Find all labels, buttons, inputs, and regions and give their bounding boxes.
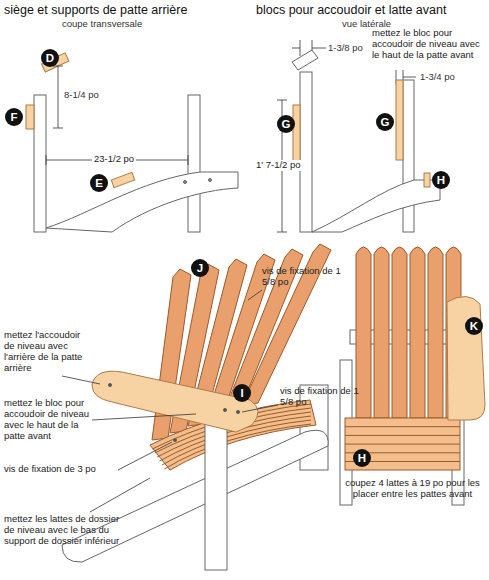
callout-letter: E — [90, 174, 108, 192]
callout-letter: G — [376, 113, 394, 131]
back-slat — [392, 247, 407, 418]
note: mettez le bloc pour accoudoir de niveau … — [372, 28, 485, 61]
callout-text: E — [95, 177, 103, 189]
seat-slat — [345, 435, 460, 436]
back-slat — [374, 247, 389, 418]
callout-text: F — [10, 111, 17, 123]
callout-text: I — [240, 387, 243, 399]
callout-letter: H — [353, 449, 371, 467]
dimension-lines — [46, 40, 416, 232]
cross-section-right — [292, 50, 440, 232]
back-slat — [410, 247, 425, 418]
dimension: 1' 7-1/2 po — [254, 160, 303, 171]
callout-letter: G — [277, 115, 295, 133]
note: vis de fixation de 1 5/8 po — [280, 386, 360, 408]
seat-slat — [345, 426, 460, 427]
callout-letter: D — [41, 49, 59, 67]
chair-front-view — [340, 247, 485, 505]
callout-text: H — [437, 174, 445, 186]
callout-letter: I — [233, 384, 251, 402]
view-caption: coupe transversale — [62, 19, 142, 30]
note: vis de fixation de 1 5/8 po — [262, 266, 342, 288]
callout-text: J — [197, 262, 203, 274]
callout-text: K — [470, 320, 478, 332]
note: mettez le bloc pour accoudoir de niveau … — [4, 398, 94, 442]
callout-letter: H — [432, 171, 450, 189]
callout-text: G — [381, 116, 390, 128]
callout-letter: J — [191, 259, 209, 277]
dimension: 23-1/2 po — [92, 154, 136, 165]
note: mettez l'accoudoir de niveau avec l'arri… — [4, 330, 92, 374]
callout-text: G — [282, 118, 291, 130]
leader-lines — [62, 290, 278, 512]
callout-letter: K — [465, 317, 483, 335]
dimension: 8-1/4 po — [64, 90, 99, 101]
seat-slat — [345, 444, 460, 445]
back-slat — [428, 247, 443, 418]
callout-text: H — [358, 452, 366, 464]
note: vis de fixation de 3 po — [4, 464, 129, 475]
note: coupez 4 lattes à 19 po pour les placer … — [340, 478, 485, 500]
callout-text: D — [46, 52, 54, 64]
dimension: 1-3/4 po — [420, 72, 455, 83]
note: mettez les lattes de dossier de niveau a… — [4, 514, 124, 547]
section-title: blocs pour accoudoir et latte avant — [256, 3, 446, 17]
dimension: 1-3/8 po — [328, 43, 363, 54]
cross-section-left — [26, 53, 238, 232]
section-title: siège et supports de patte arrière — [4, 3, 187, 17]
callout-letter: F — [5, 108, 23, 126]
